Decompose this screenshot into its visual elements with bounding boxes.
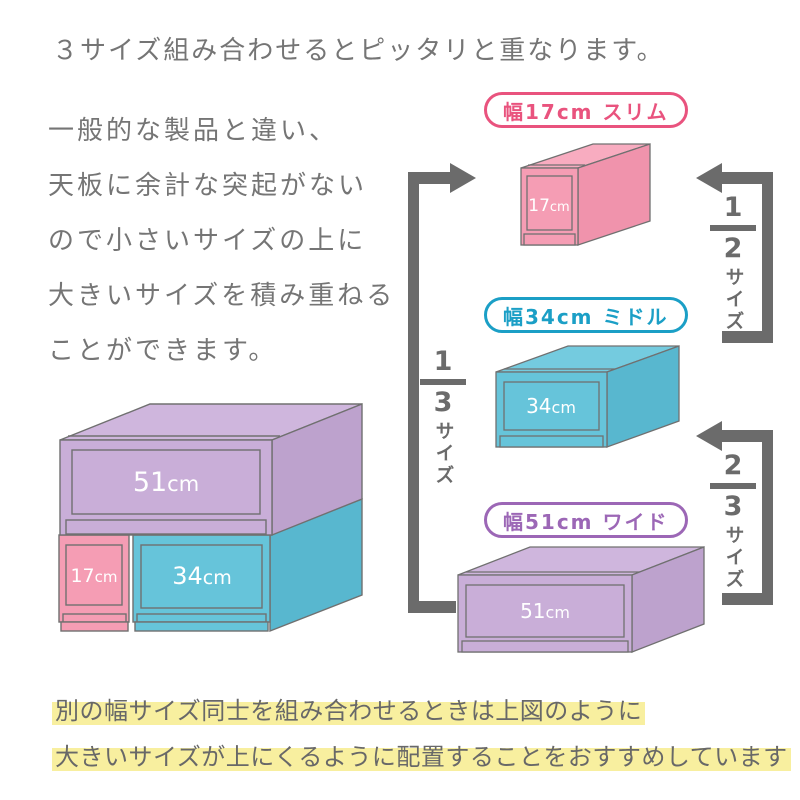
lower-right-bracket-arrowhead-icon — [696, 421, 722, 451]
fraction-bar — [420, 379, 466, 385]
ratio-one-third: 1 3 サイズ — [415, 348, 471, 487]
ratio-unit-label: サイズ — [722, 525, 745, 591]
wide-box-front-face — [59, 439, 273, 536]
left-bracket-top-bar — [408, 172, 450, 184]
slim-box-size-label: 17cm — [70, 565, 117, 587]
wide-box-size-label: 51cm — [133, 467, 199, 498]
footer-highlighted-text: 別の幅サイズ同士を組み合わせるときは上図のように — [52, 697, 646, 725]
upper-right-bracket-bottom-bar — [722, 331, 773, 343]
ratio-denominator: 2 — [723, 233, 743, 264]
slim-box-drawer-line — [526, 175, 573, 231]
slim-box-rail — [62, 613, 127, 623]
ratio-numerator: 1 — [433, 346, 453, 377]
badge-wide-label: 幅51cm ワイド — [503, 509, 669, 534]
wide-box-drawer-line — [71, 449, 261, 515]
badge-middle: 幅34cm ミドル — [484, 297, 688, 333]
page-title: ３サイズ組み合わせるとピッタリと重なります。 — [52, 36, 665, 66]
ratio-denominator: 3 — [433, 387, 453, 418]
ratio-two-thirds: 2 3 サイズ — [705, 452, 761, 591]
description-text: 一般的な製品と違い、 天板に余計な突起がない ので小さいサイズの上に 大きいサイ… — [48, 104, 395, 379]
middle-box-rail — [136, 613, 267, 623]
badge-slim: 幅17cm スリム — [484, 92, 688, 128]
slim-box-drawer-line — [65, 544, 123, 606]
badge-wide: 幅51cm ワイド — [484, 502, 688, 538]
footer-note: 別の幅サイズ同士を組み合わせるときは上図のように 大きいサイズが上にくるように配… — [52, 688, 791, 780]
footer-note-line: 別の幅サイズ同士を組み合わせるときは上図のように — [52, 688, 791, 734]
middle-box-size-label: 34cm — [172, 562, 232, 590]
fraction-bar — [710, 483, 756, 489]
ratio-denominator: 3 — [723, 491, 743, 522]
middle-box-illustration: 34cm — [495, 345, 680, 448]
slim-box-rail — [523, 233, 576, 246]
description-line: 一般的な製品と違い、 — [48, 116, 339, 146]
footer-highlighted-text: 大きいサイズが上にくるように配置することをおすすめしています — [52, 743, 791, 771]
description-line: 大きいサイズを積み重ねる — [48, 281, 396, 311]
wide-box-front-face — [457, 574, 633, 653]
stack-wide-box — [59, 402, 363, 537]
middle-box-front-face — [495, 371, 608, 448]
ratio-unit-label: サイズ — [722, 267, 745, 333]
description-line: 天板に余計な突起がない — [48, 171, 368, 201]
wide-box-rail — [461, 640, 629, 653]
badge-middle-label: 幅34cm ミドル — [503, 304, 669, 329]
wide-box-illustration: 51cm — [457, 546, 705, 653]
lower-right-bracket-vertical-bar — [762, 430, 773, 605]
middle-box-base — [134, 621, 269, 632]
badge-slim-label: 幅17cm スリム — [503, 99, 669, 124]
wide-box-rail — [65, 519, 267, 535]
ratio-numerator: 1 — [723, 192, 743, 223]
middle-box-drawer-line — [140, 544, 263, 609]
middle-box-drawer-line — [503, 381, 600, 431]
wide-box-drawer-line — [465, 584, 625, 638]
middle-box-size-label: 34cm — [526, 394, 576, 418]
fraction-bar — [710, 225, 756, 231]
description-line: ので小さいサイズの上に — [48, 226, 367, 256]
middle-box-rail — [499, 435, 604, 448]
lower-right-bracket-bottom-bar — [722, 593, 773, 605]
upper-right-bracket-vertical-bar — [762, 172, 773, 343]
wide-box-size-label: 51cm — [520, 599, 570, 623]
slim-box-illustration: 17cm — [520, 143, 651, 246]
slim-box-size-label: 17cm — [528, 196, 569, 216]
slim-box-base — [60, 621, 129, 632]
lower-right-bracket-top-bar — [722, 430, 773, 442]
upper-right-bracket-top-bar — [722, 172, 773, 184]
description-line: ことができます。 — [48, 336, 278, 366]
left-bracket-bottom-bar — [408, 601, 456, 613]
upper-right-bracket-arrowhead-icon — [696, 163, 722, 193]
ratio-numerator: 2 — [723, 450, 743, 481]
stacked-boxes-illustration: 51cm 17cm 34cm — [58, 402, 363, 633]
left-bracket-arrowhead-icon — [450, 163, 476, 193]
ratio-unit-label: サイズ — [432, 421, 455, 487]
ratio-one-half: 1 2 サイズ — [705, 194, 761, 333]
footer-note-line: 大きいサイズが上にくるように配置することをおすすめしています — [52, 734, 791, 780]
left-bracket-vertical-bar — [408, 172, 419, 613]
